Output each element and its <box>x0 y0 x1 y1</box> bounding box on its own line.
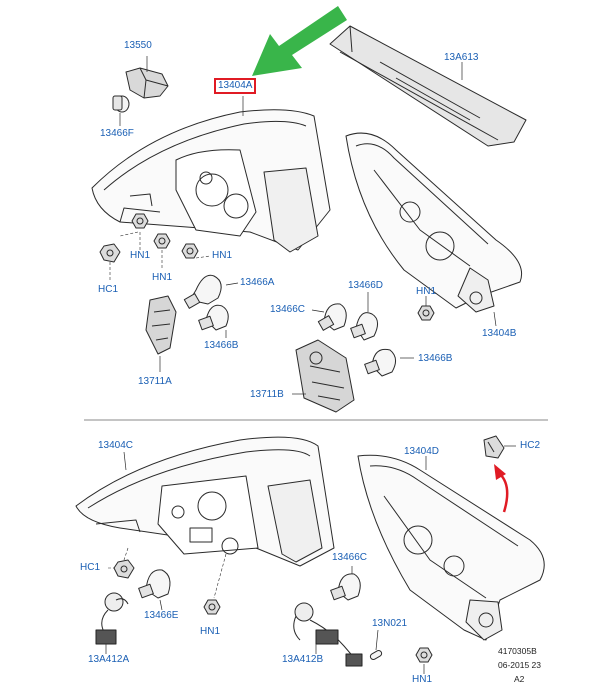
figure-code: 4170305B <box>498 646 537 656</box>
label-13466c-bottom: 13466C <box>332 552 368 563</box>
bulb-13n021 <box>369 650 383 660</box>
bulb-13466b-left <box>198 304 229 331</box>
clip-hc2 <box>483 435 505 459</box>
label-13404a-highlighted: 13404A <box>214 78 257 94</box>
pointer-arrow-icon <box>252 6 347 76</box>
label-13404d: 13404D <box>404 446 440 457</box>
wiring-harness-13a412b <box>293 602 363 667</box>
label-hc2: HC2 <box>520 440 541 451</box>
figure-revision: A2 <box>514 674 525 684</box>
label-13404b: 13404B <box>482 328 517 339</box>
nut-hn1-a <box>131 213 149 229</box>
clip-hc1-top <box>99 243 121 263</box>
label-13404c: 13404C <box>98 440 134 451</box>
label-13466f: 13466F <box>100 128 134 139</box>
bulb-13466f <box>112 95 130 113</box>
label-13466c-top: 13466C <box>270 304 306 315</box>
lamp-assembly-13404c <box>75 436 335 567</box>
label-hn1-bottom-right: HN1 <box>412 674 433 685</box>
label-13466e: 13466E <box>144 610 179 621</box>
figure-date: 06-2015 23 <box>498 660 542 670</box>
bulb-socket-13550 <box>125 67 169 99</box>
nut-hn1-c <box>181 243 199 259</box>
bulb-13466a <box>183 274 222 309</box>
direction-arrow-icon <box>494 464 509 513</box>
lamp-assembly-13404d <box>357 454 545 641</box>
nut-hn1-b <box>153 233 171 249</box>
label-13711b: 13711B <box>250 389 284 400</box>
lamp-assembly-13404b <box>345 132 522 313</box>
bulb-13466b-right <box>364 348 396 377</box>
bulb-holder-13711a <box>145 295 177 355</box>
label-hn1-b: HN1 <box>152 272 173 283</box>
label-13n021: 13N021 <box>372 618 408 629</box>
label-13466b-right: 13466B <box>418 353 453 364</box>
lamp-13a613 <box>329 25 527 147</box>
bulb-13466c-top <box>317 303 347 331</box>
bulb-13466c-bottom <box>330 573 361 601</box>
label-13466d: 13466D <box>348 280 384 291</box>
label-13a613: 13A613 <box>444 52 479 63</box>
nut-hn1-bottom-right <box>415 647 433 663</box>
label-13550: 13550 <box>124 40 152 51</box>
bulb-13466d <box>350 312 378 341</box>
lamp-assembly-13404a <box>91 109 331 253</box>
nut-hn1-right <box>417 305 435 321</box>
label-hn1-bottom-left: HN1 <box>200 626 221 637</box>
nut-hn1-bottom-left <box>203 599 221 615</box>
bulb-13466e <box>138 569 171 599</box>
label-hn1-c: HN1 <box>212 250 233 261</box>
bulb-holder-13711b <box>295 339 355 413</box>
label-13466b-left: 13466B <box>204 340 239 351</box>
clip-hc1-bottom <box>113 559 135 579</box>
label-13711a: 13711A <box>138 376 172 387</box>
label-13a412b: 13A412B <box>282 654 324 665</box>
label-hn1-a: HN1 <box>130 250 151 261</box>
wiring-harness-13a412a <box>95 592 129 645</box>
label-13a412a: 13A412A <box>88 654 130 665</box>
label-hc1-top: HC1 <box>98 284 119 295</box>
label-hc1-bottom: HC1 <box>80 562 101 573</box>
label-hn1-right: HN1 <box>416 286 437 297</box>
label-13466a: 13466A <box>240 277 275 288</box>
